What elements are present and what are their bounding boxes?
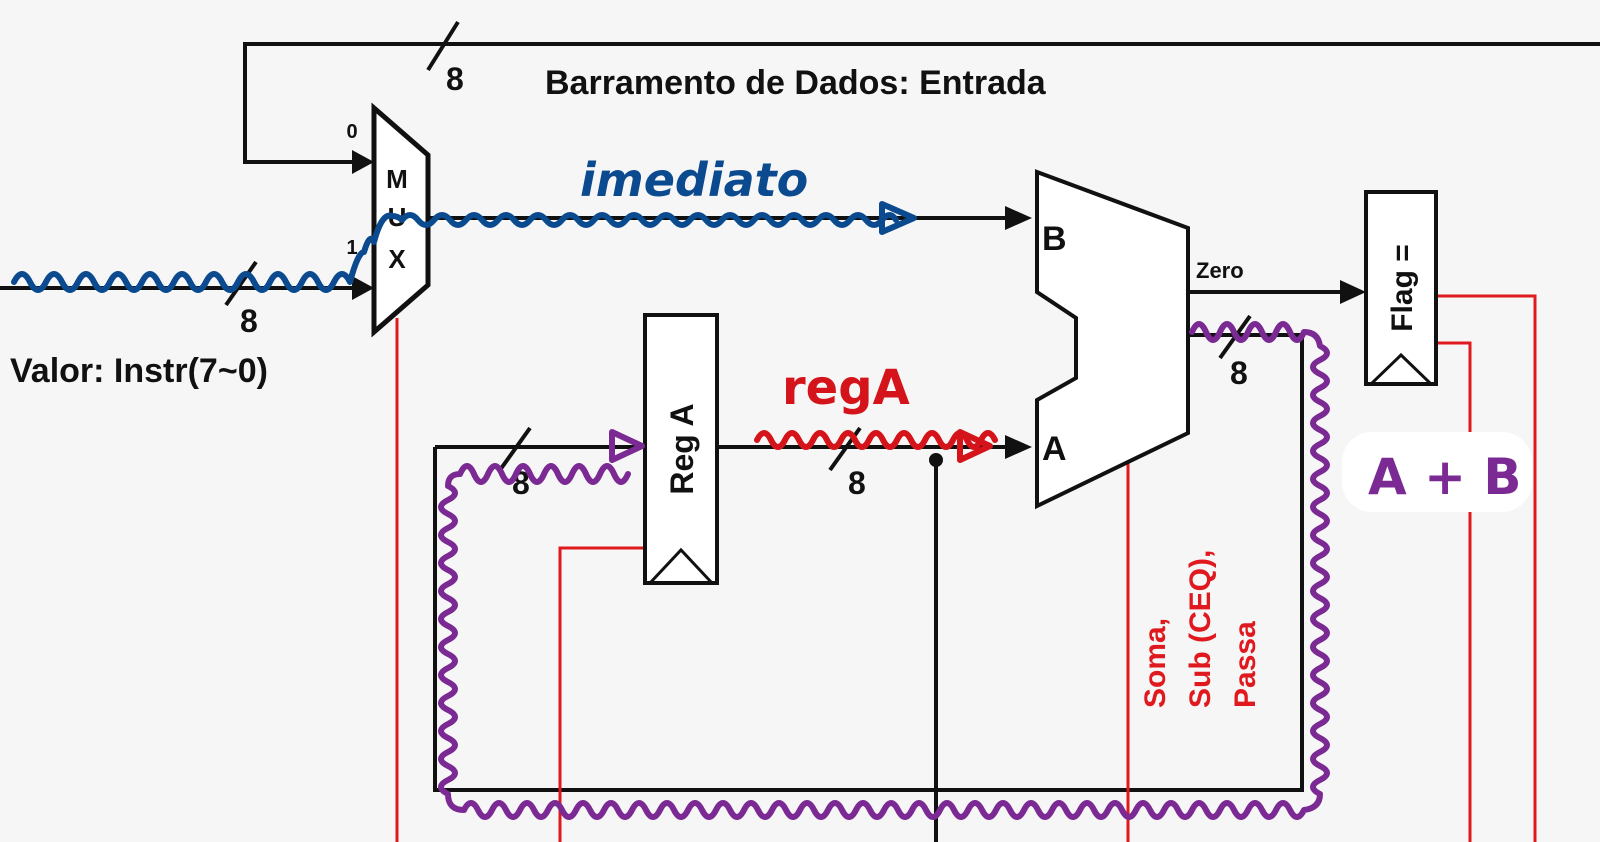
alu-op-line2: Sub (CEQ), [1184, 550, 1217, 708]
junction-dot [929, 453, 943, 467]
mux-input0-label: 0 [346, 121, 357, 143]
bus-width-label: 8 [446, 61, 464, 97]
register-a-body [643, 313, 719, 585]
alu-op-line3: Passa [1229, 621, 1262, 708]
value-width-label: 8 [240, 303, 258, 339]
sum-loop-annotation [438, 321, 1330, 820]
data-wires [0, 20, 1600, 842]
alu-input-a-label: A [1042, 430, 1067, 468]
arrow-alu-a [1005, 435, 1032, 459]
flag-register: Flag = [1364, 190, 1438, 386]
imediato-label: imediato [580, 153, 808, 207]
arrow-mux-in0 [352, 150, 374, 174]
sum-label: A + B [1368, 448, 1522, 506]
register-a-label: Reg A [664, 403, 700, 494]
mux-input1-label: 1 [346, 237, 357, 259]
alu-op-line1: Soma, [1139, 618, 1172, 708]
rega-squiggle [754, 430, 998, 450]
alu-input-b-label: B [1042, 220, 1067, 258]
rega-arrow-icon [957, 429, 993, 463]
bus-width-tick [426, 20, 460, 72]
mux-letter-m: M [386, 164, 408, 194]
arrow-flag [1340, 280, 1366, 304]
rega-label: regA [782, 360, 910, 416]
flag-label: Flag = [1386, 244, 1419, 332]
flag-enable-wire [1436, 341, 1472, 842]
alu-body [1035, 169, 1190, 510]
alu-zero-label: Zero [1196, 258, 1244, 283]
flag-register-body [1364, 190, 1438, 386]
mux-letter-x: X [388, 244, 406, 274]
register-a: Reg A [643, 313, 719, 585]
arrow-mux-in1 [352, 276, 374, 300]
sum-label-backdrop [1342, 432, 1532, 512]
rega-enable-wire [558, 546, 645, 842]
bus-feedback-wire [243, 42, 1600, 164]
sum-loop-arrow-icon [609, 429, 645, 463]
alu-operations: Soma, Sub (CEQ), Passa [1139, 550, 1262, 708]
rega-in-width-tick [498, 426, 532, 472]
rega-annotation [754, 429, 998, 463]
arrowheads [352, 150, 1366, 459]
alu-out-width-label: 8 [1230, 355, 1248, 391]
flag-clock-icon [1369, 352, 1433, 386]
imediato-annotation [11, 201, 917, 293]
bus-title: Barramento de Dados: Entrada [545, 64, 1047, 102]
register-a-clock-icon [648, 547, 714, 585]
sum-loop-squiggle [438, 321, 1330, 820]
arrow-alu-b [1005, 206, 1032, 230]
flag-out-wire [1436, 294, 1537, 842]
value-width-tick [224, 260, 258, 307]
alu: B A Zero [1035, 169, 1244, 510]
imediato-arrow-icon [879, 201, 917, 235]
control-wires [395, 294, 1537, 842]
rega-out-width-label: 8 [848, 465, 866, 501]
imediato-squiggle [11, 212, 899, 293]
value-label: Valor: Instr(7~0) [10, 352, 268, 390]
